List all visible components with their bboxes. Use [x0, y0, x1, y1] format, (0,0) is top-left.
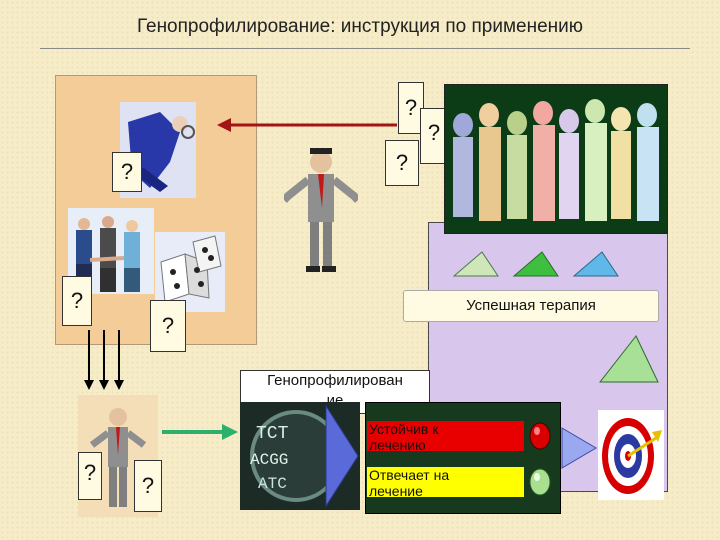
page-title: Генопрофилирование: инструкция по примен… — [136, 16, 583, 37]
resistant-label-line1: Устойчив к — [369, 421, 439, 437]
successful-therapy-label: Успешная терапия — [403, 290, 659, 322]
responds-label-line1: Отвечает на — [369, 467, 450, 483]
response-panel — [365, 402, 561, 514]
arrow-to-target-icon — [561, 427, 597, 469]
svg-text:TCT: TCT — [256, 424, 289, 444]
svg-text:ACGG: ACGG — [250, 451, 288, 469]
triangle-icon — [572, 251, 619, 277]
responds-label: Отвечает на лечение — [367, 467, 524, 497]
triangle-icon — [598, 335, 659, 383]
triangle-icon — [512, 251, 559, 277]
red-arrow-icon — [217, 118, 397, 132]
crowd-silhouettes-icon — [444, 84, 668, 234]
genoprofiling-label-line1: Генопрофилирован — [267, 372, 403, 389]
question-box: ? — [420, 108, 448, 164]
title-divider — [40, 48, 690, 49]
resistant-label: Устойчив к лечению — [367, 421, 524, 451]
question-box: ? — [134, 460, 162, 512]
question-box: ? — [398, 82, 424, 134]
question-box: ? — [385, 140, 419, 186]
traffic-light-red-icon — [529, 422, 551, 450]
traffic-light-green-icon — [529, 468, 551, 496]
down-arrows-icon — [84, 330, 124, 390]
question-box: ? — [62, 276, 92, 326]
dice-icon — [155, 232, 225, 312]
triangle-icon — [452, 251, 499, 277]
resistant-label-line2: лечению — [369, 437, 426, 451]
question-box: ? — [112, 152, 142, 192]
question-box: ? — [78, 452, 102, 500]
svg-text:ATC: ATC — [258, 475, 287, 493]
target-dart-icon — [598, 410, 664, 500]
dna-sequence-icon: TCT ACGG ATC — [240, 402, 360, 510]
responds-label-line2: лечение — [369, 483, 423, 497]
question-box: ? — [150, 300, 186, 352]
businessman-shrugging-icon — [284, 148, 358, 272]
green-arrow-icon — [162, 424, 238, 440]
